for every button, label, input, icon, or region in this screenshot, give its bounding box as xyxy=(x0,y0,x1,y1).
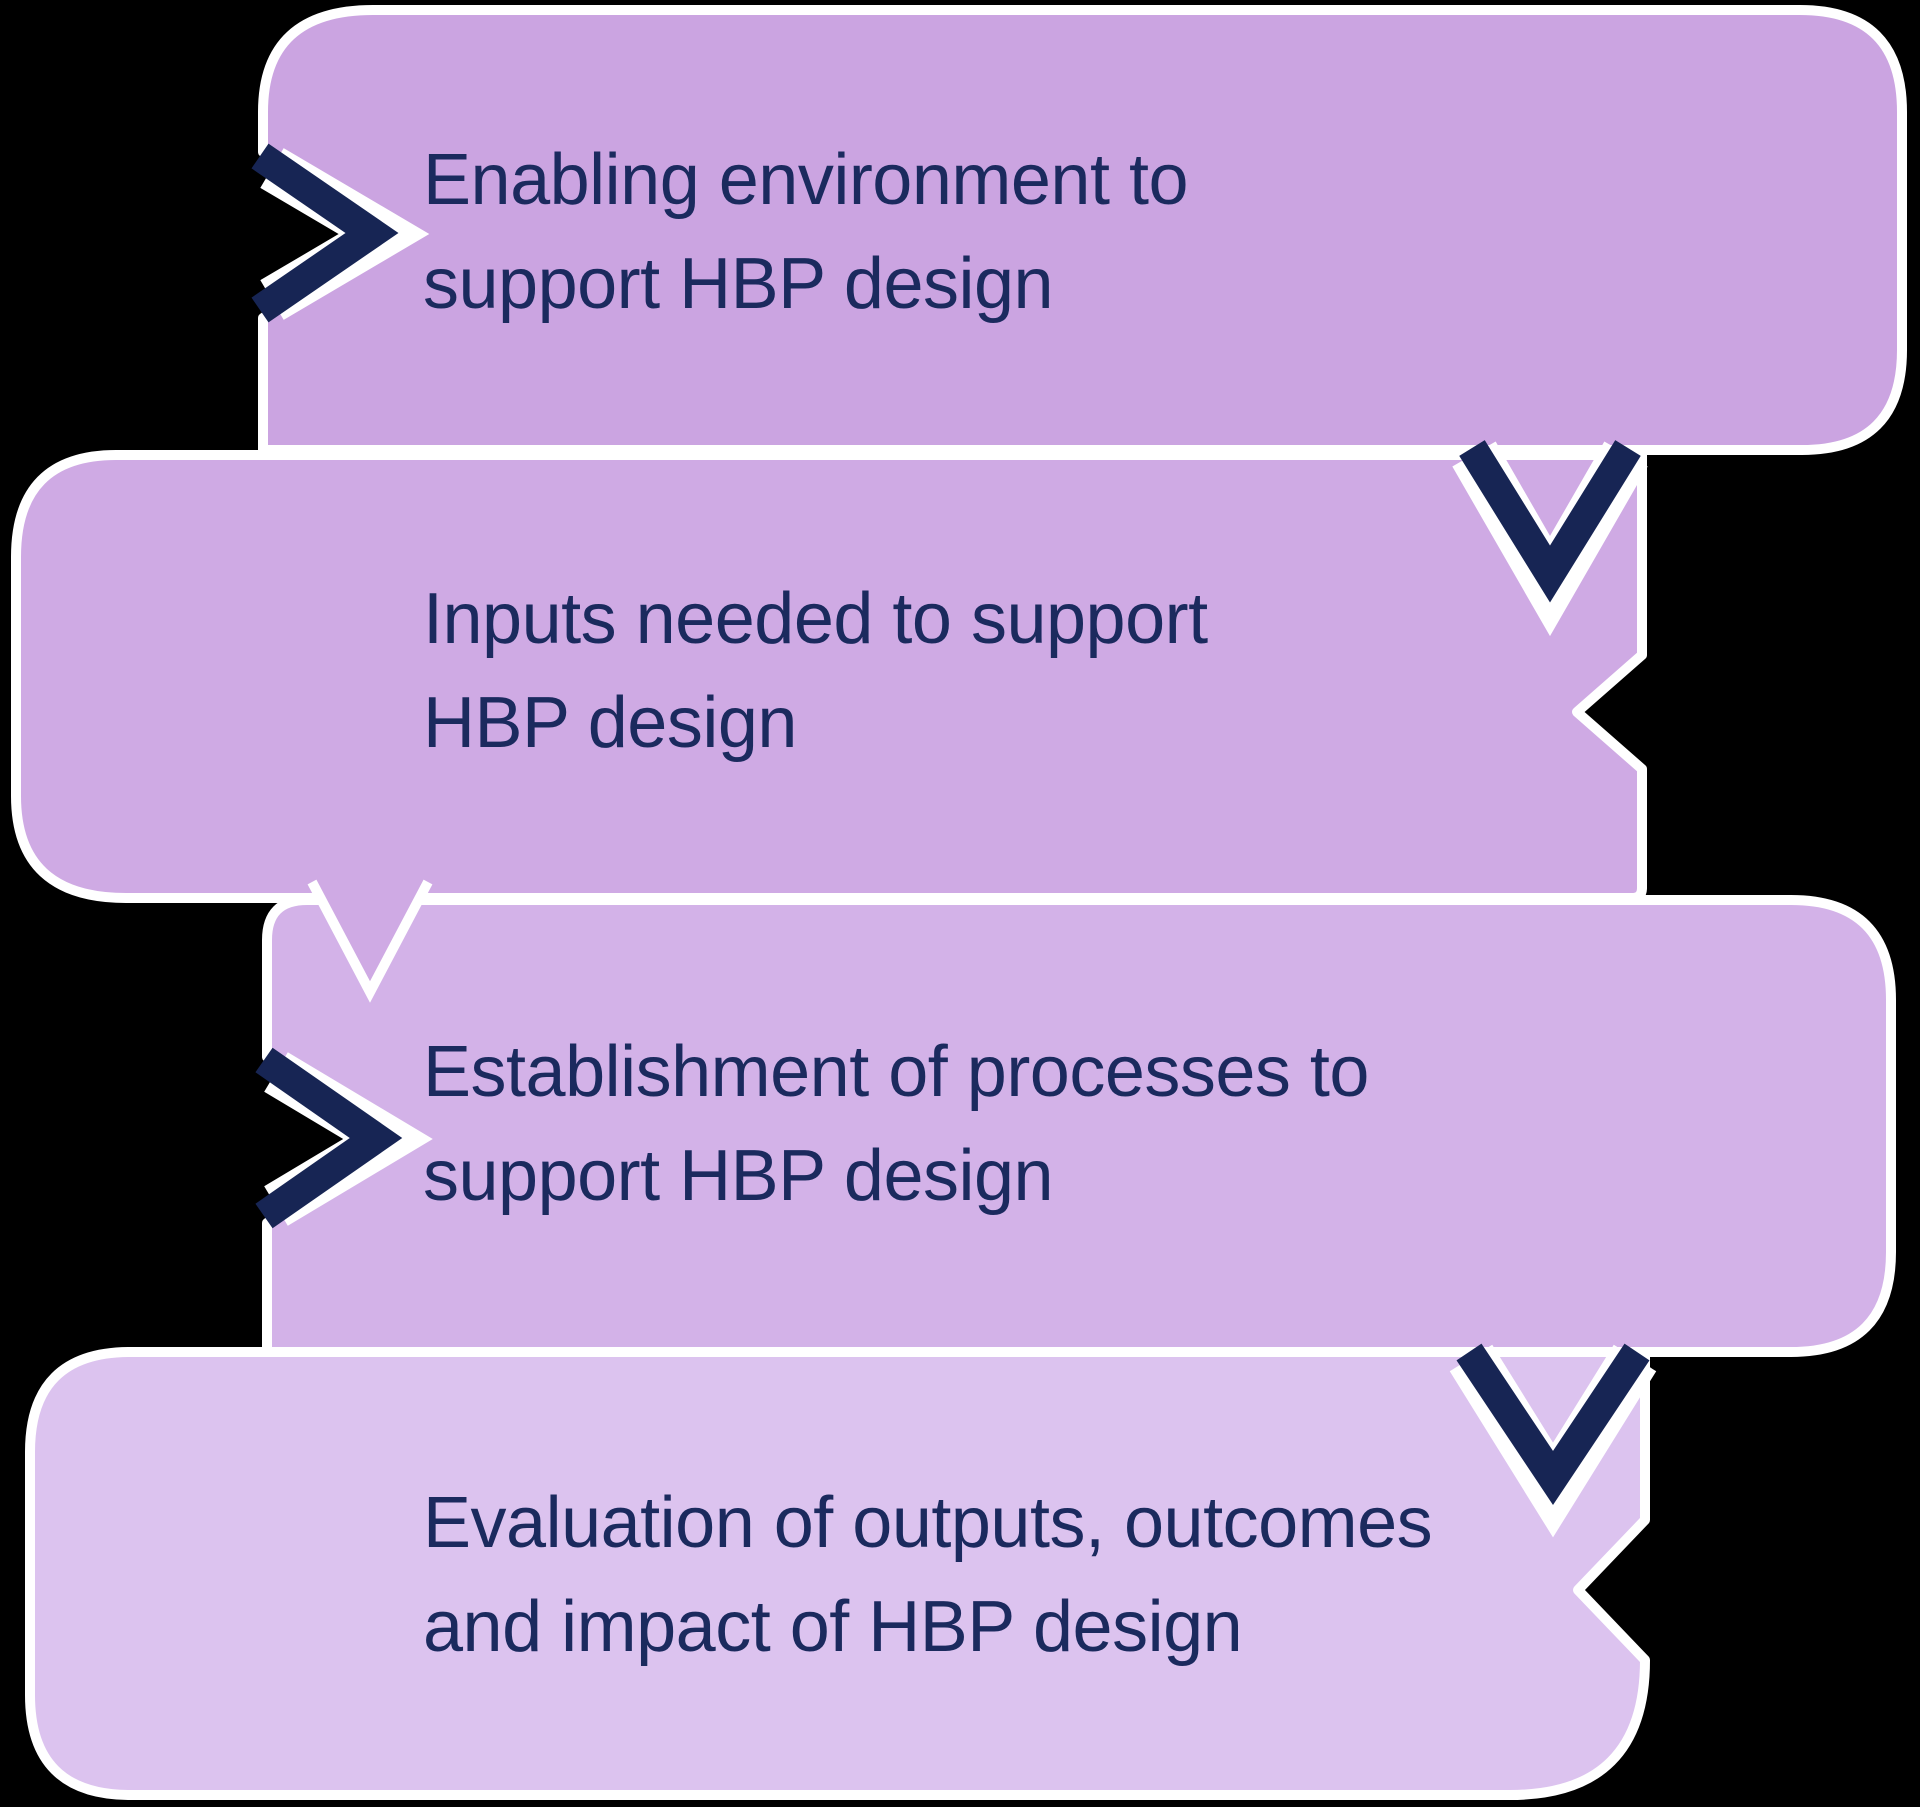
step-4-line-1: Evaluation of outputs, outcomes xyxy=(423,1483,1433,1563)
step-2-label: Inputs needed to support HBP design xyxy=(423,567,1208,775)
chevron-right-icon-1 xyxy=(251,143,430,323)
chevron-right-icon-2 xyxy=(255,1047,433,1229)
step-2-line-2: HBP design xyxy=(423,683,797,763)
step-4-box-shape xyxy=(25,1347,1650,1800)
step-1-line-1: Enabling environment to xyxy=(423,140,1189,220)
step-3-line-1: Establishment of processes to xyxy=(423,1032,1369,1112)
pointer-down-tab xyxy=(307,879,433,1003)
step-3-box-shape xyxy=(262,895,1896,1357)
chevron-down-icon-2 xyxy=(1449,1343,1657,1538)
step-4-line-2: and impact of HBP design xyxy=(423,1587,1243,1667)
chevron-down-icon-1 xyxy=(1452,440,1648,637)
step-2-box-shape xyxy=(11,450,1647,903)
step-3-line-2: support HBP design xyxy=(423,1136,1054,1216)
step-3-label: Establishment of processes to support HB… xyxy=(423,1020,1369,1228)
step-1-line-2: support HBP design xyxy=(423,244,1054,324)
step-1-label: Enabling environment to support HBP desi… xyxy=(423,128,1189,336)
step-2-line-1: Inputs needed to support xyxy=(423,579,1208,659)
step-1-box-shape xyxy=(258,5,1907,455)
step-4-label: Evaluation of outputs, outcomes and impa… xyxy=(423,1471,1433,1679)
